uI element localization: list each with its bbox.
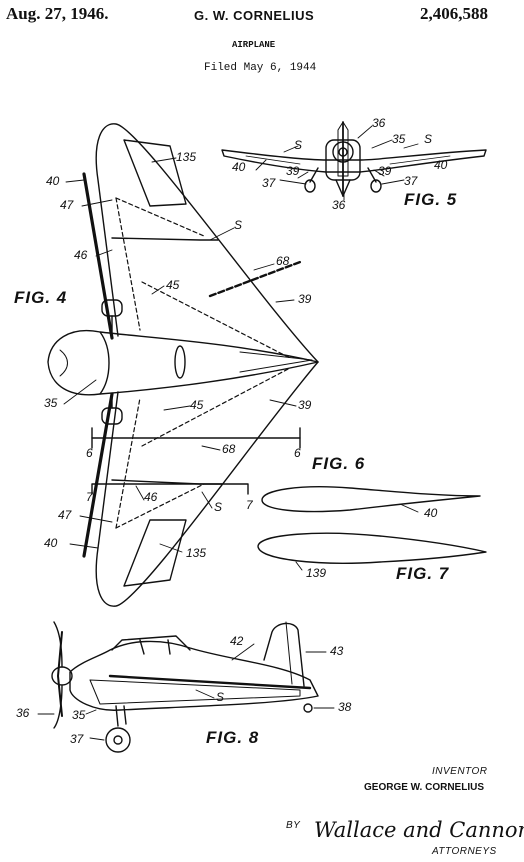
fig4-plan-view	[47, 123, 319, 607]
ref-numeral: 37	[404, 174, 418, 188]
ref-numeral: 40	[44, 536, 58, 550]
patent-number: 2,406,588	[420, 4, 488, 23]
fig5-label: FIG. 5	[404, 190, 458, 209]
attorney-signature: Wallace and Cannon	[314, 818, 524, 842]
fig7-label: FIG. 7	[396, 564, 450, 583]
ref-numeral: 40	[434, 158, 448, 172]
ref-numeral: 6	[86, 446, 93, 460]
ref-numeral: 36	[16, 706, 30, 720]
ref-numeral: 68	[222, 442, 236, 456]
ref-numeral: S	[424, 132, 433, 146]
by-label: BY	[286, 820, 301, 831]
ref-numeral: 39	[378, 164, 392, 178]
ref-numeral: 37	[262, 176, 276, 190]
ref-numeral: 36	[372, 116, 386, 130]
ref-numeral: S	[216, 690, 225, 704]
ref-numeral: 46	[144, 490, 158, 504]
inventor-name: GEORGE W. CORNELIUS	[364, 782, 485, 793]
ref-numeral: 7	[246, 498, 253, 512]
fig8-label: FIG. 8	[206, 728, 260, 747]
ref-numeral: S	[214, 500, 223, 514]
ref-numeral: 40	[46, 174, 60, 188]
ref-numeral: 6	[294, 446, 301, 460]
ref-numeral: 45	[190, 398, 204, 412]
ref-numeral: 39	[286, 164, 300, 178]
ref-numeral: 37	[70, 732, 84, 746]
ref-numeral: 35	[72, 708, 86, 722]
inventor-header: G. W. CORNELIUS	[194, 8, 315, 23]
ref-numeral: 39	[298, 398, 312, 412]
ref-numeral: 40	[232, 160, 246, 174]
inventor-label: INVENTOR	[432, 766, 488, 777]
ref-numeral: 40	[424, 506, 438, 520]
ref-numeral: 39	[298, 292, 312, 306]
fig8-side-view	[51, 621, 319, 753]
patent-date: Aug. 27, 1946.	[6, 4, 109, 23]
ref-numeral: 135	[176, 150, 197, 164]
ref-numeral: 135	[186, 546, 207, 560]
filed-date: Filed May 6, 1944	[204, 62, 317, 74]
ref-numeral: 47	[60, 198, 74, 212]
ref-numeral: 7	[86, 490, 93, 504]
ref-numeral: S	[294, 138, 303, 152]
patent-title: AIRPLANE	[232, 40, 276, 50]
ref-numeral: 38	[338, 700, 352, 714]
fig7-airfoil	[257, 532, 487, 564]
fig5-front-view	[221, 121, 487, 197]
ref-numeral: 42	[230, 634, 244, 648]
ref-numeral: 36	[332, 198, 346, 212]
ref-numeral: 46	[74, 248, 88, 262]
ref-numeral: 35	[44, 396, 58, 410]
ref-numeral: 47	[58, 508, 72, 522]
fig4-label: FIG. 4	[14, 288, 68, 307]
attorneys-label: ATTORNEYS	[432, 846, 497, 857]
ref-numeral: 68	[276, 254, 290, 268]
ref-numeral: S	[234, 218, 243, 232]
ref-numeral: 45	[166, 278, 180, 292]
ref-numeral: 139	[306, 566, 327, 580]
ref-numeral: 43	[330, 644, 344, 658]
fig6-airfoil	[261, 486, 481, 513]
ref-numeral: 35	[392, 132, 406, 146]
fig6-label: FIG. 6	[312, 454, 366, 473]
